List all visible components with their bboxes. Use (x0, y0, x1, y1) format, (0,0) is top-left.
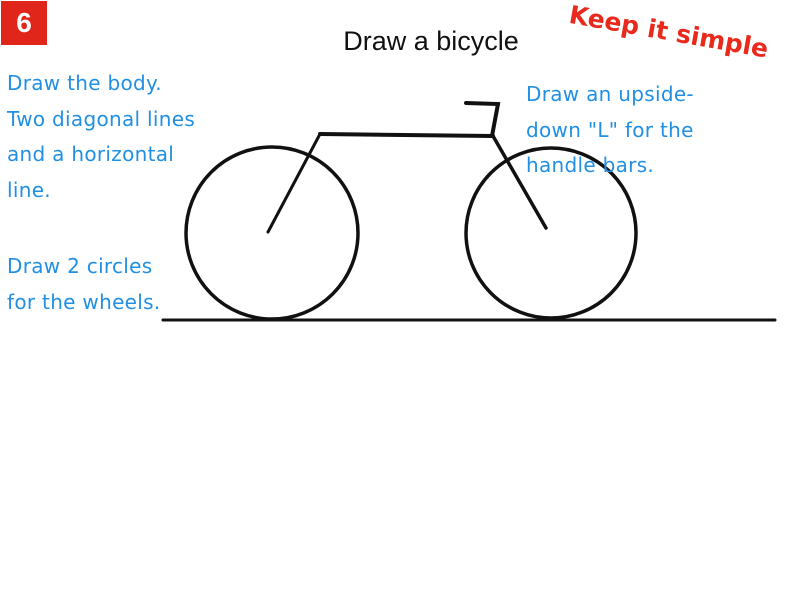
frame-rear-diagonal (266, 132, 322, 234)
right-wheel (464, 146, 638, 320)
slide-number-badge: 6 (1, 1, 47, 45)
note-line: down "L" for the (526, 117, 694, 142)
note-line: line. (7, 177, 51, 202)
note-wheels: Draw 2 circles for the wheels. (7, 249, 161, 320)
note-line: Draw an upside- (526, 82, 694, 106)
frame-front-diagonal (491, 134, 548, 230)
note-line: and a horizontal (7, 142, 175, 166)
note-line: Draw 2 circles (7, 254, 153, 278)
note-line: handle bars. (526, 153, 655, 177)
note-line: for the wheels. (7, 289, 161, 314)
slide-title: Draw a bicycle (343, 26, 519, 56)
left-wheel (184, 145, 360, 321)
note-line: Draw the body. (7, 71, 162, 95)
note-line: Two diagonal lines (7, 106, 196, 131)
note-handlebars: Draw an upside- down "L" for the handle … (526, 77, 694, 184)
frame-top-tube (318, 132, 495, 138)
note-body: Draw the body. Two diagonal lines and a … (7, 66, 195, 208)
handlebar (464, 101, 501, 138)
